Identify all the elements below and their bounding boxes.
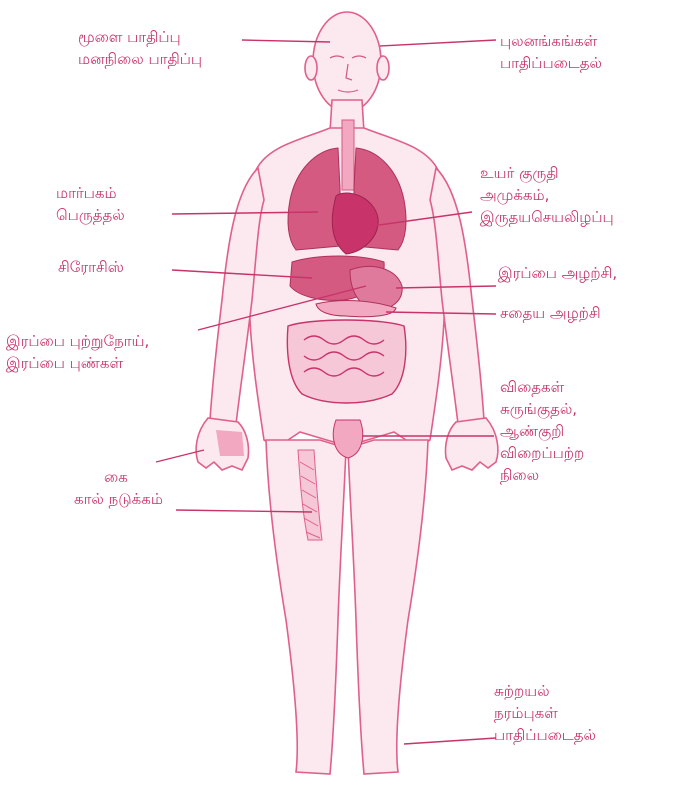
label-pancreas: சதைய அழற்சி — [500, 302, 601, 324]
right-ear-shape — [377, 56, 389, 80]
label-line: சுற்றயல் — [494, 680, 596, 702]
label-line: பாதிப்படைதல் — [500, 52, 602, 74]
label-line: பெருத்தல் — [56, 204, 125, 226]
label-testes: விதைகள் சுருங்குதல், ஆண்குறி விறைப்பற்ற … — [500, 376, 584, 486]
label-line: விறைப்பற்ற — [500, 442, 584, 464]
label-line: இரப்பை புண்கள் — [6, 352, 149, 374]
label-line: நிலை — [500, 464, 584, 486]
label-line: மனநிலை பாதிப்பு — [78, 48, 202, 70]
label-line: சுருங்குதல், — [500, 398, 584, 420]
nerve-pointer — [404, 738, 496, 744]
intestines-shape — [287, 320, 405, 403]
label-tremor: கை கால் நடுக்கம் — [74, 466, 163, 510]
label-breast: மார்பகம் பெருத்தல் — [56, 182, 125, 226]
senses-pointer — [380, 40, 496, 46]
label-line: மார்பகம் — [56, 182, 125, 204]
label-stomach: இரப்பை அழற்சி, — [498, 262, 617, 284]
label-liver-cancer: இரப்பை புற்றுநோய், இரப்பை புண்கள் — [6, 330, 149, 374]
label-heart: உயர் குருதி அமுக்கம், இருதயசெயலிழப்பு — [480, 162, 614, 228]
label-line: கை — [74, 466, 163, 488]
label-line: நரம்புகள் — [494, 702, 596, 724]
left-ear-shape — [305, 56, 317, 80]
hand-shading — [216, 430, 244, 456]
label-line: இருதயசெயலிழப்பு — [480, 206, 614, 228]
label-line: கால் நடுக்கம் — [74, 488, 163, 510]
label-line: சிரோசிஸ் — [58, 256, 124, 278]
label-senses: புலனங்கங்கள் பாதிப்படைதல் — [500, 30, 602, 74]
label-line: இரப்பை அழற்சி, — [498, 262, 617, 284]
head-shape — [313, 12, 381, 112]
label-brain-effects: மூளை பாதிப்பு மனநிலை பாதிப்பு — [78, 26, 202, 70]
label-line: விதைகள் — [500, 376, 584, 398]
label-line: பாதிப்படைதல் — [494, 724, 596, 746]
label-line: மூளை பாதிப்பு — [78, 26, 202, 48]
label-line: உயர் குருதி — [480, 162, 614, 184]
label-line: அமுக்கம், — [480, 184, 614, 206]
label-line: இரப்பை புற்றுநோய், — [6, 330, 149, 352]
label-cirrhosis: சிரோசிஸ் — [58, 256, 124, 278]
label-line: சதைய அழற்சி — [500, 302, 601, 324]
label-line: ஆண்குறி — [500, 420, 584, 442]
large-intestine-shape — [287, 320, 405, 403]
label-nerves: சுற்றயல் நரம்புகள் பாதிப்படைதல் — [494, 680, 596, 746]
trachea-shape — [342, 120, 354, 190]
right-hand-shape — [445, 418, 497, 470]
label-line: புலனங்கங்கள் — [500, 30, 602, 52]
right-leg-shape — [348, 440, 428, 774]
